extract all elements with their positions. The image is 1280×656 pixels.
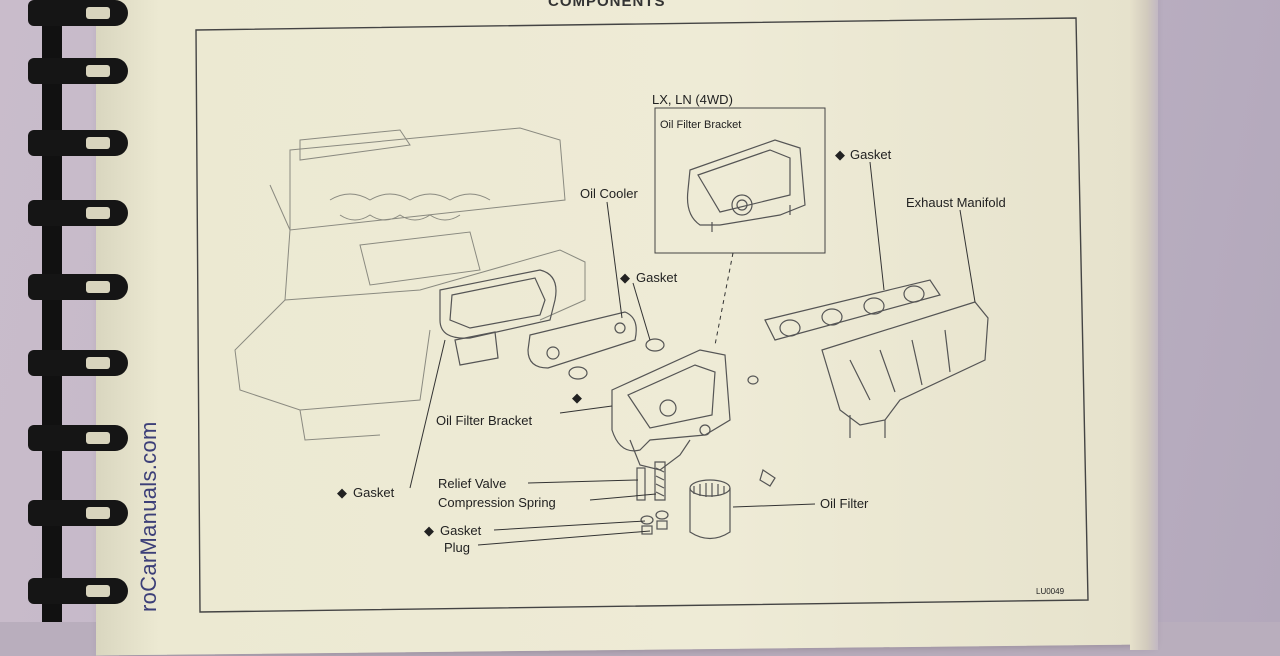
gasket-left-tab: [454, 331, 499, 366]
leader-oil-filter-bracket: [559, 405, 613, 414]
label-gasket-plug: Gasket: [440, 523, 482, 538]
label-exhaust-manifold: Exhaust Manifold: [906, 195, 1006, 210]
union-bolt: [759, 469, 776, 487]
gasket-left-part: [439, 269, 557, 339]
inset-leader: [714, 252, 734, 346]
leader-exhaust-manifold: [959, 209, 976, 303]
exhaust-gasket-part: [764, 279, 941, 341]
leader-oil-filter: [732, 503, 816, 508]
oil-cooler-port: [614, 322, 626, 334]
label-gasket-manifold: Gasket: [850, 147, 892, 162]
figure-frame: [195, 17, 1089, 613]
gasket-small: [568, 366, 588, 380]
inset-bracket-label: Oil Filter Bracket: [660, 119, 741, 131]
binding-ring: [28, 425, 128, 451]
binding-ring: [28, 200, 128, 226]
oil-cooler-part: [527, 311, 637, 369]
leader-compression-spring: [589, 493, 657, 501]
label-oil-filter: Oil Filter: [820, 496, 869, 511]
binding-ring: [28, 0, 128, 26]
label-oil-cooler: Oil Cooler: [580, 186, 638, 201]
leader-gasket-cooler: [632, 282, 651, 341]
page-heading: COMPONENTS: [548, 0, 666, 10]
binding-ring: [28, 578, 128, 604]
binding-ring: [28, 350, 128, 376]
relief-valve-stack: [636, 461, 669, 535]
binding-ring: [28, 274, 128, 300]
leader-gasket-manifold: [869, 161, 885, 291]
label-gasket-left: Gasket: [353, 485, 395, 500]
diamond-gasket-manifold: ◆: [835, 147, 845, 162]
inset-title: LX, LN (4WD): [652, 92, 733, 107]
exploded-diagram: LX, LN (4WD) Oil Filter Bracket ◆ Gasket…: [195, 17, 1089, 613]
inset-bracket-part: [686, 139, 806, 232]
oil-filter-bracket-part: [611, 349, 731, 471]
binding-ring: [28, 500, 128, 526]
diamond-gasket-plug: ◆: [424, 523, 434, 538]
leader-oil-cooler: [606, 201, 623, 319]
page-edge: [1130, 0, 1158, 650]
inset-box: [654, 107, 826, 254]
binding-ring: [28, 58, 128, 84]
label-gasket-cooler: Gasket: [636, 270, 678, 285]
gasket-left-inner: [449, 277, 546, 329]
label-relief-valve: Relief Valve: [438, 476, 506, 491]
engine-block: [234, 127, 586, 441]
oil-cooler-port: [546, 346, 560, 360]
diamond-gasket-left: ◆: [337, 485, 347, 500]
spiral-binding: [0, 0, 130, 622]
leader-plug: [477, 530, 651, 546]
gasket-small: [645, 338, 665, 352]
binding-ring: [28, 130, 128, 156]
label-oil-filter-bracket: Oil Filter Bracket: [436, 413, 532, 428]
diamond-gasket-cooler: ◆: [620, 270, 630, 285]
figure-code: LU0049: [1036, 587, 1065, 596]
leader-gasket-plug: [493, 520, 646, 531]
gasket-small: [747, 375, 759, 385]
oil-filter-part: [689, 479, 731, 540]
diamond-bracket: ◆: [572, 390, 582, 405]
label-plug: Plug: [444, 540, 470, 555]
label-compression-spring: Compression Spring: [438, 495, 556, 510]
exhaust-manifold-part: [821, 301, 989, 438]
leader-relief-valve: [527, 479, 639, 484]
leader-gasket-left: [409, 339, 446, 489]
